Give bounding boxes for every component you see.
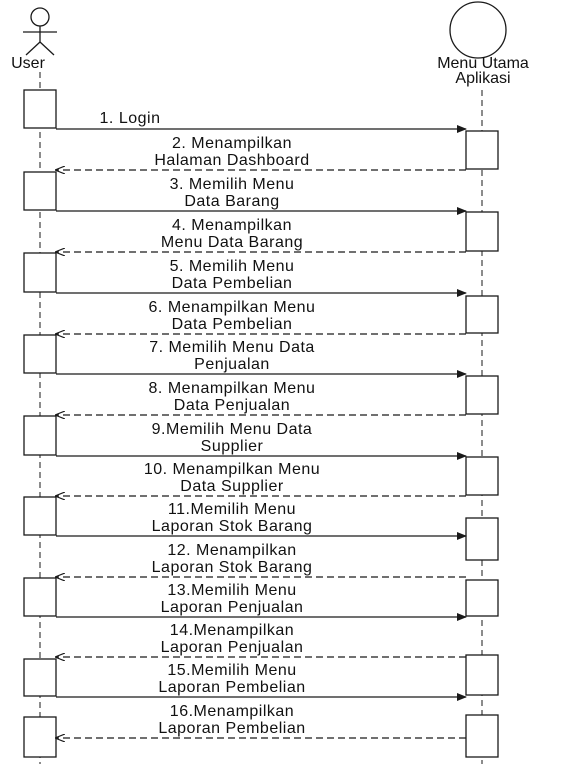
message-label-line1: 9.Memilih Menu Data — [152, 421, 313, 438]
message-label-line1: 12. Menampilkan — [167, 542, 296, 559]
user-activation-box — [23, 334, 57, 374]
system-activation-box — [465, 130, 499, 170]
message-label-line1: 4. Menampilkan — [172, 217, 292, 234]
message-label-line2: Data Penjualan — [174, 397, 290, 414]
user-activation-box — [23, 716, 57, 758]
system-activation-box — [465, 714, 499, 758]
message-label-line1: 14.Menampilkan — [170, 622, 294, 639]
message-label-line2: Penjualan — [194, 356, 270, 373]
message-label-line2: Data Pembelian — [172, 275, 293, 292]
message-label-line2: Laporan Stok Barang — [152, 518, 313, 535]
message-label-line2: Laporan Penjualan — [161, 599, 304, 616]
message-label-line1: 10. Menampilkan Menu — [144, 461, 320, 478]
message-label-line1: 5. Memilih Menu — [170, 258, 295, 275]
user-activation-box — [23, 89, 57, 129]
message-label-line2: Data Pembelian — [172, 316, 293, 333]
message-label-line1: 11.Memilih Menu — [168, 501, 296, 518]
user-activation-box — [23, 496, 57, 536]
message-label-line2: Halaman Dashboard — [154, 152, 309, 169]
user-activation-box — [23, 577, 57, 617]
message-label-line2: Laporan Stok Barang — [152, 559, 313, 576]
message-label-line2: Laporan Pembelian — [158, 679, 305, 696]
system-activation-box — [465, 517, 499, 561]
system-activation-box — [465, 456, 499, 496]
system-object-label-line2: Aplikasi — [455, 70, 510, 87]
user-actor-label: User — [11, 55, 45, 72]
system-object-icon — [449, 1, 507, 59]
system-activation-box — [465, 375, 499, 415]
system-object-label-line1: Menu Utama — [437, 55, 529, 72]
message-label-line1: 16.Menampilkan — [170, 703, 294, 720]
system-activation-box — [465, 295, 499, 334]
user-activation-box — [23, 171, 57, 211]
message-label-line1: 7. Memilih Menu Data — [149, 339, 315, 356]
message-label-line1: 8. Menampilkan Menu — [149, 380, 316, 397]
message-label-line1: 1. Login — [100, 110, 161, 127]
user-actor-icon — [23, 7, 57, 56]
message-label-line1: 15.Memilih Menu — [167, 662, 296, 679]
message-label-line2: Supplier — [201, 438, 264, 455]
message-label-line1: 3. Memilih Menu — [170, 176, 295, 193]
user-activation-box — [23, 252, 57, 293]
message-label-line1: 13.Memilih Menu — [167, 582, 296, 599]
system-activation-box — [465, 654, 499, 696]
system-activation-box — [465, 211, 499, 252]
message-label-line2: Data Supplier — [180, 478, 284, 495]
system-activation-box — [465, 579, 499, 617]
message-label-line2: Laporan Penjualan — [161, 639, 304, 656]
message-label-line1: 2. Menampilkan — [172, 135, 292, 152]
user-activation-box — [23, 415, 57, 456]
message-label-line2: Data Barang — [184, 193, 279, 210]
message-label-line2: Laporan Pembelian — [158, 720, 305, 737]
message-label-line1: 6. Menampilkan Menu — [149, 299, 316, 316]
user-activation-box — [23, 658, 57, 697]
message-label-line2: Menu Data Barang — [161, 234, 303, 251]
